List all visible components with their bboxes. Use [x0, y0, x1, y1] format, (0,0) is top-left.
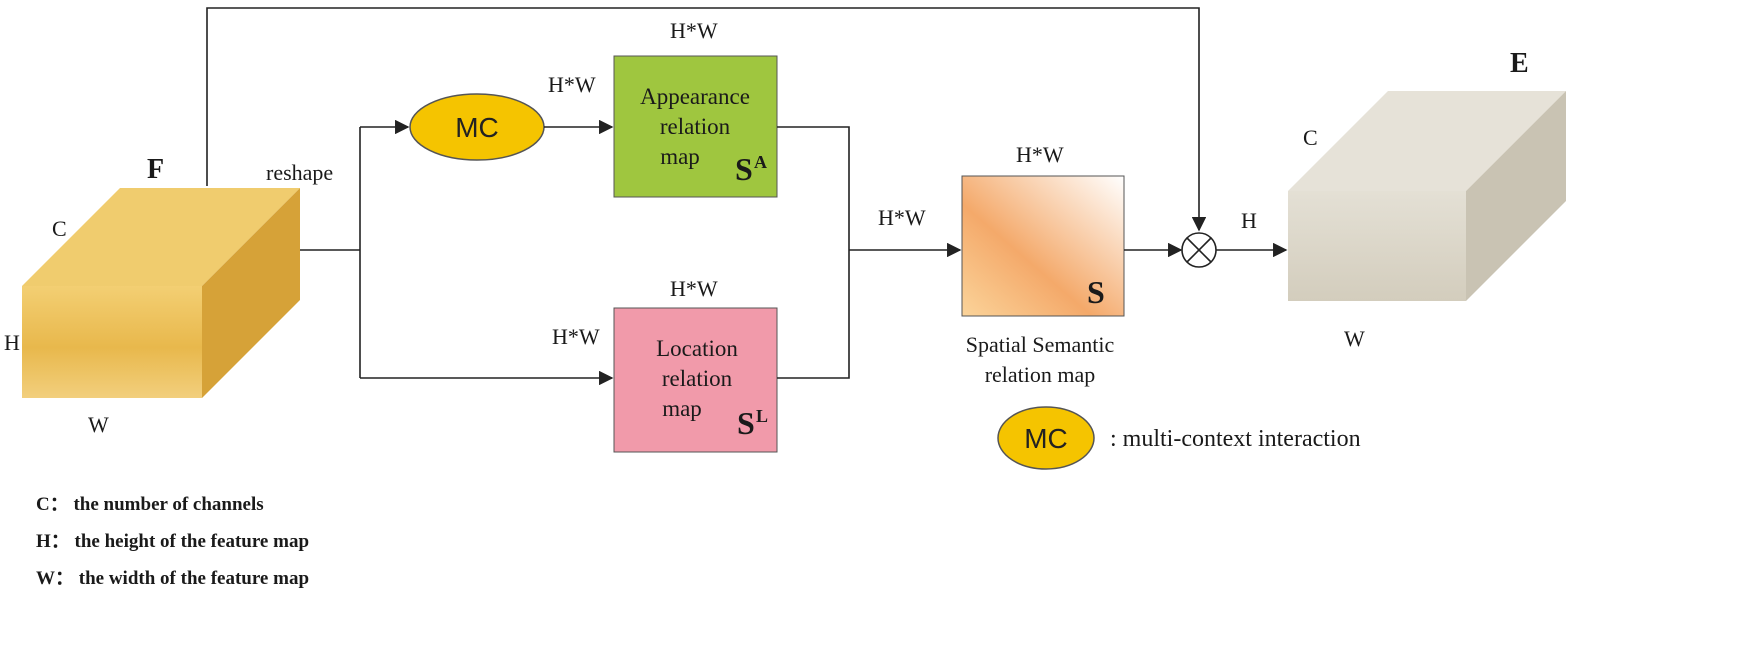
spatial-semantic-map: H*W S Spatial Semantic relation map — [961, 142, 1125, 387]
spatial-caption-2: relation map — [985, 362, 1096, 387]
input-box-top — [22, 188, 300, 286]
spatial-dim-left: H*W — [878, 205, 926, 230]
location-dim-left: H*W — [552, 324, 600, 349]
appearance-dim-top: H*W — [670, 18, 718, 43]
input-dim-c: C — [52, 216, 67, 241]
appearance-line1: Appearance — [640, 84, 750, 109]
output-symbol: E — [1510, 48, 1529, 79]
location-box — [613, 307, 778, 453]
location-superscript: L — [756, 406, 768, 426]
multiply-cross-2 — [1186, 237, 1212, 263]
location-line3: map — [662, 396, 702, 421]
appearance-line2: relation — [660, 114, 731, 139]
input-box-front — [22, 286, 202, 398]
skip-connection-line — [206, 7, 1207, 232]
spatial-dim-top: H*W — [1016, 142, 1064, 167]
legend-item-w: W： the width of the feature map — [36, 568, 309, 589]
mc-label: MC — [455, 112, 499, 143]
location-symbol: S — [737, 405, 755, 441]
spatial-symbol: S — [1087, 274, 1105, 310]
location-line1: Location — [656, 336, 738, 361]
appearance-merge-line — [777, 126, 850, 379]
multiply-operator — [1181, 232, 1217, 268]
mc-node: MC — [409, 93, 545, 161]
appearance-symbol: S — [735, 151, 753, 187]
output-feature-map-E: E C W — [1288, 48, 1566, 351]
reshape-label: reshape — [266, 160, 333, 185]
input-symbol: F — [147, 154, 164, 185]
mc-out-dim: H*W — [548, 72, 596, 97]
appearance-line3: map — [660, 144, 700, 169]
output-box-side — [1466, 91, 1566, 301]
input-dim-w: W — [88, 412, 109, 437]
mc-legend: MC : multi-context interaction — [997, 406, 1361, 470]
location-dim-top: H*W — [670, 276, 718, 301]
input-dim-h: H — [4, 330, 20, 355]
legend-mc-label: MC — [1024, 423, 1068, 454]
dimension-legend: C： the number of channels H： the height … — [36, 494, 309, 589]
input-box-side — [202, 188, 300, 398]
output-dim-w: W — [1344, 326, 1365, 351]
location-line2: relation — [662, 366, 733, 391]
appearance-box — [613, 55, 778, 198]
output-dim-c: C — [1303, 125, 1318, 150]
legend-mc-ellipse — [997, 406, 1095, 470]
legend-item-c: C： the number of channels — [36, 494, 264, 515]
output-box-front — [1288, 191, 1466, 301]
spatial-box — [961, 175, 1125, 317]
location-relation-map: H*W H*W Location relation map S L — [552, 276, 778, 453]
appearance-relation-map: H*W Appearance relation map S A — [613, 18, 778, 198]
input-feature-map-F: F C H W — [4, 154, 300, 437]
legend-mc-description: : multi-context interaction — [1110, 426, 1361, 452]
legend-item-h: H： the height of the feature map — [36, 531, 309, 552]
spatial-caption-1: Spatial Semantic — [966, 332, 1115, 357]
to-output-label: H — [1241, 208, 1257, 233]
appearance-superscript: A — [754, 152, 767, 172]
output-box-top — [1288, 91, 1566, 191]
